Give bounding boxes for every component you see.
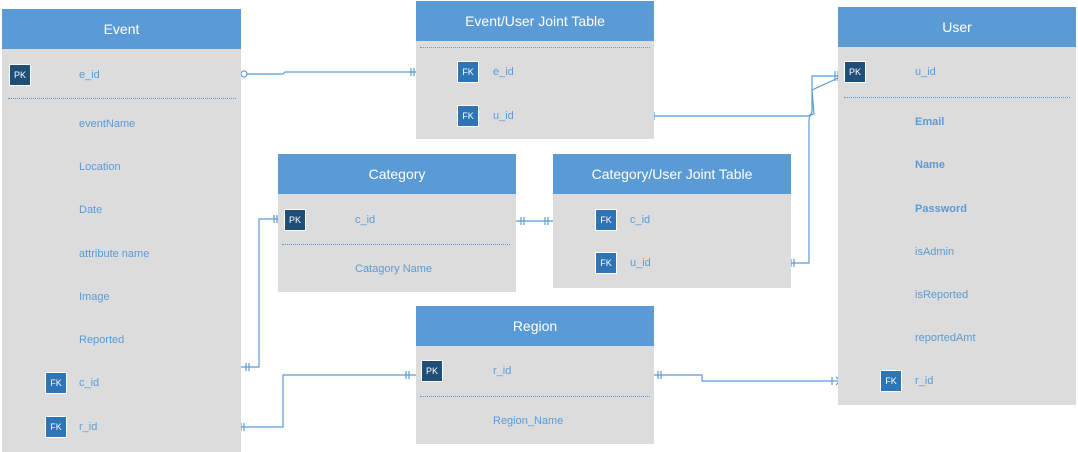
separator [282, 244, 510, 245]
field-u-id: u_id [630, 257, 651, 269]
field-u-id: u_id [493, 110, 514, 122]
fk-badge: FK [595, 252, 617, 274]
field-email: Email [915, 116, 945, 128]
rel-event-region [241, 374, 416, 428]
field-c-id: c_id [355, 214, 376, 226]
entity-category-user-joint[interactable]: Category/User Joint Table FK c_id FK u_i… [553, 154, 791, 288]
field-category-name: Catagory Name [355, 263, 433, 275]
pk-badge: PK [844, 61, 866, 83]
rel-categoryuser-user [791, 77, 839, 264]
field-image: Image [79, 291, 110, 303]
field-c-id: c_id [79, 377, 100, 389]
entity-category-user-title: Category/User Joint Table [553, 154, 791, 194]
entity-event[interactable]: Event PK e_id eventName Location Date at… [2, 9, 241, 452]
field-date: Date [79, 204, 103, 216]
field-c-id: c_id [630, 214, 651, 226]
pk-badge: PK [421, 360, 443, 382]
pk-badge: PK [284, 209, 306, 231]
entity-event-user-joint[interactable]: Event/User Joint Table FK e_id FK u_id [416, 1, 654, 139]
entity-event-title: Event [2, 9, 241, 49]
rel-eventuser-user [654, 75, 838, 117]
field-e-id: e_id [493, 66, 514, 78]
field-isadmin: isAdmin [915, 246, 955, 258]
separator [844, 97, 1070, 98]
field-reportedamt: reportedAmt [915, 332, 976, 344]
fk-badge: FK [457, 105, 479, 127]
entity-category-title: Category [278, 154, 516, 194]
rel-region-user [654, 374, 838, 382]
entity-region-title: Region [416, 306, 654, 346]
rel-event-eventuser [241, 71, 418, 75]
fk-badge: FK [457, 61, 479, 83]
field-location: Location [79, 161, 121, 173]
separator [420, 396, 650, 397]
field-reported: Reported [79, 334, 125, 346]
fk-badge: FK [45, 416, 67, 438]
field-e-id: e_id [79, 69, 100, 81]
rel-event-category [241, 218, 280, 368]
field-r-id: r_id [493, 365, 512, 377]
fk-badge: FK [595, 209, 617, 231]
field-name: Name [915, 159, 945, 171]
pk-badge: PK [9, 64, 31, 86]
entity-user[interactable]: User PK u_id Email Name Password isAdmin… [838, 7, 1076, 405]
field-r-id: r_id [79, 421, 98, 433]
fk-badge: FK [45, 372, 67, 394]
field-password: Password [915, 203, 967, 215]
entity-region[interactable]: Region PK r_id Region_Name [416, 306, 654, 444]
separator [8, 98, 236, 99]
entity-user-title: User [838, 7, 1076, 47]
field-isreported: isReported [915, 289, 969, 301]
entity-category[interactable]: Category PK c_id Catagory Name [278, 154, 516, 292]
field-region-name: Region_Name [493, 415, 564, 427]
entity-event-user-title: Event/User Joint Table [416, 1, 654, 41]
field-attribute-name: attribute name [79, 248, 150, 260]
field-u-id: u_id [915, 66, 936, 78]
fk-badge: FK [880, 370, 902, 392]
separator [420, 47, 650, 48]
field-eventname: eventName [79, 118, 136, 130]
field-r-id: r_id [915, 375, 934, 387]
